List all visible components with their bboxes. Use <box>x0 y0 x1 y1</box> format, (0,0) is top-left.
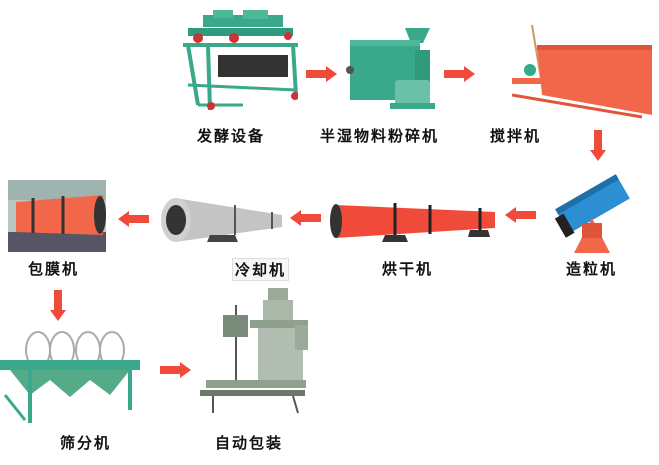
arrow-right-icon <box>306 66 338 82</box>
auto-packing-machine-image <box>198 285 308 420</box>
granulator-label: 造粒机 <box>566 260 618 278</box>
dryer-machine-image <box>330 200 500 245</box>
screener-label: 筛分机 <box>60 434 112 452</box>
coating-label: 包膜机 <box>28 260 80 278</box>
arrow-down-icon <box>50 290 66 322</box>
fermentation-machine-image <box>178 10 298 110</box>
arrow-right-icon <box>444 66 476 82</box>
crusher-label: 半湿物料粉碎机 <box>320 127 440 145</box>
mixer-machine-image <box>512 25 652 120</box>
granulator-machine-image <box>552 168 632 253</box>
cooler-machine-image <box>160 195 285 245</box>
cooler-label: 冷却机 <box>232 258 290 281</box>
dryer-label: 烘干机 <box>382 260 434 278</box>
arrow-left-icon <box>118 211 150 227</box>
fermentation-label: 发酵设备 <box>197 127 266 145</box>
crusher-machine-image <box>345 25 445 115</box>
coating-machine-image <box>8 180 106 252</box>
arrow-left-icon <box>290 210 322 226</box>
arrow-right-icon <box>160 362 192 378</box>
arrow-left-icon <box>505 207 537 223</box>
auto-packing-label: 自动包装 <box>215 434 284 452</box>
screener-machine-image <box>0 325 140 425</box>
arrow-down-icon <box>590 130 606 162</box>
mixer-label: 搅拌机 <box>490 127 542 145</box>
